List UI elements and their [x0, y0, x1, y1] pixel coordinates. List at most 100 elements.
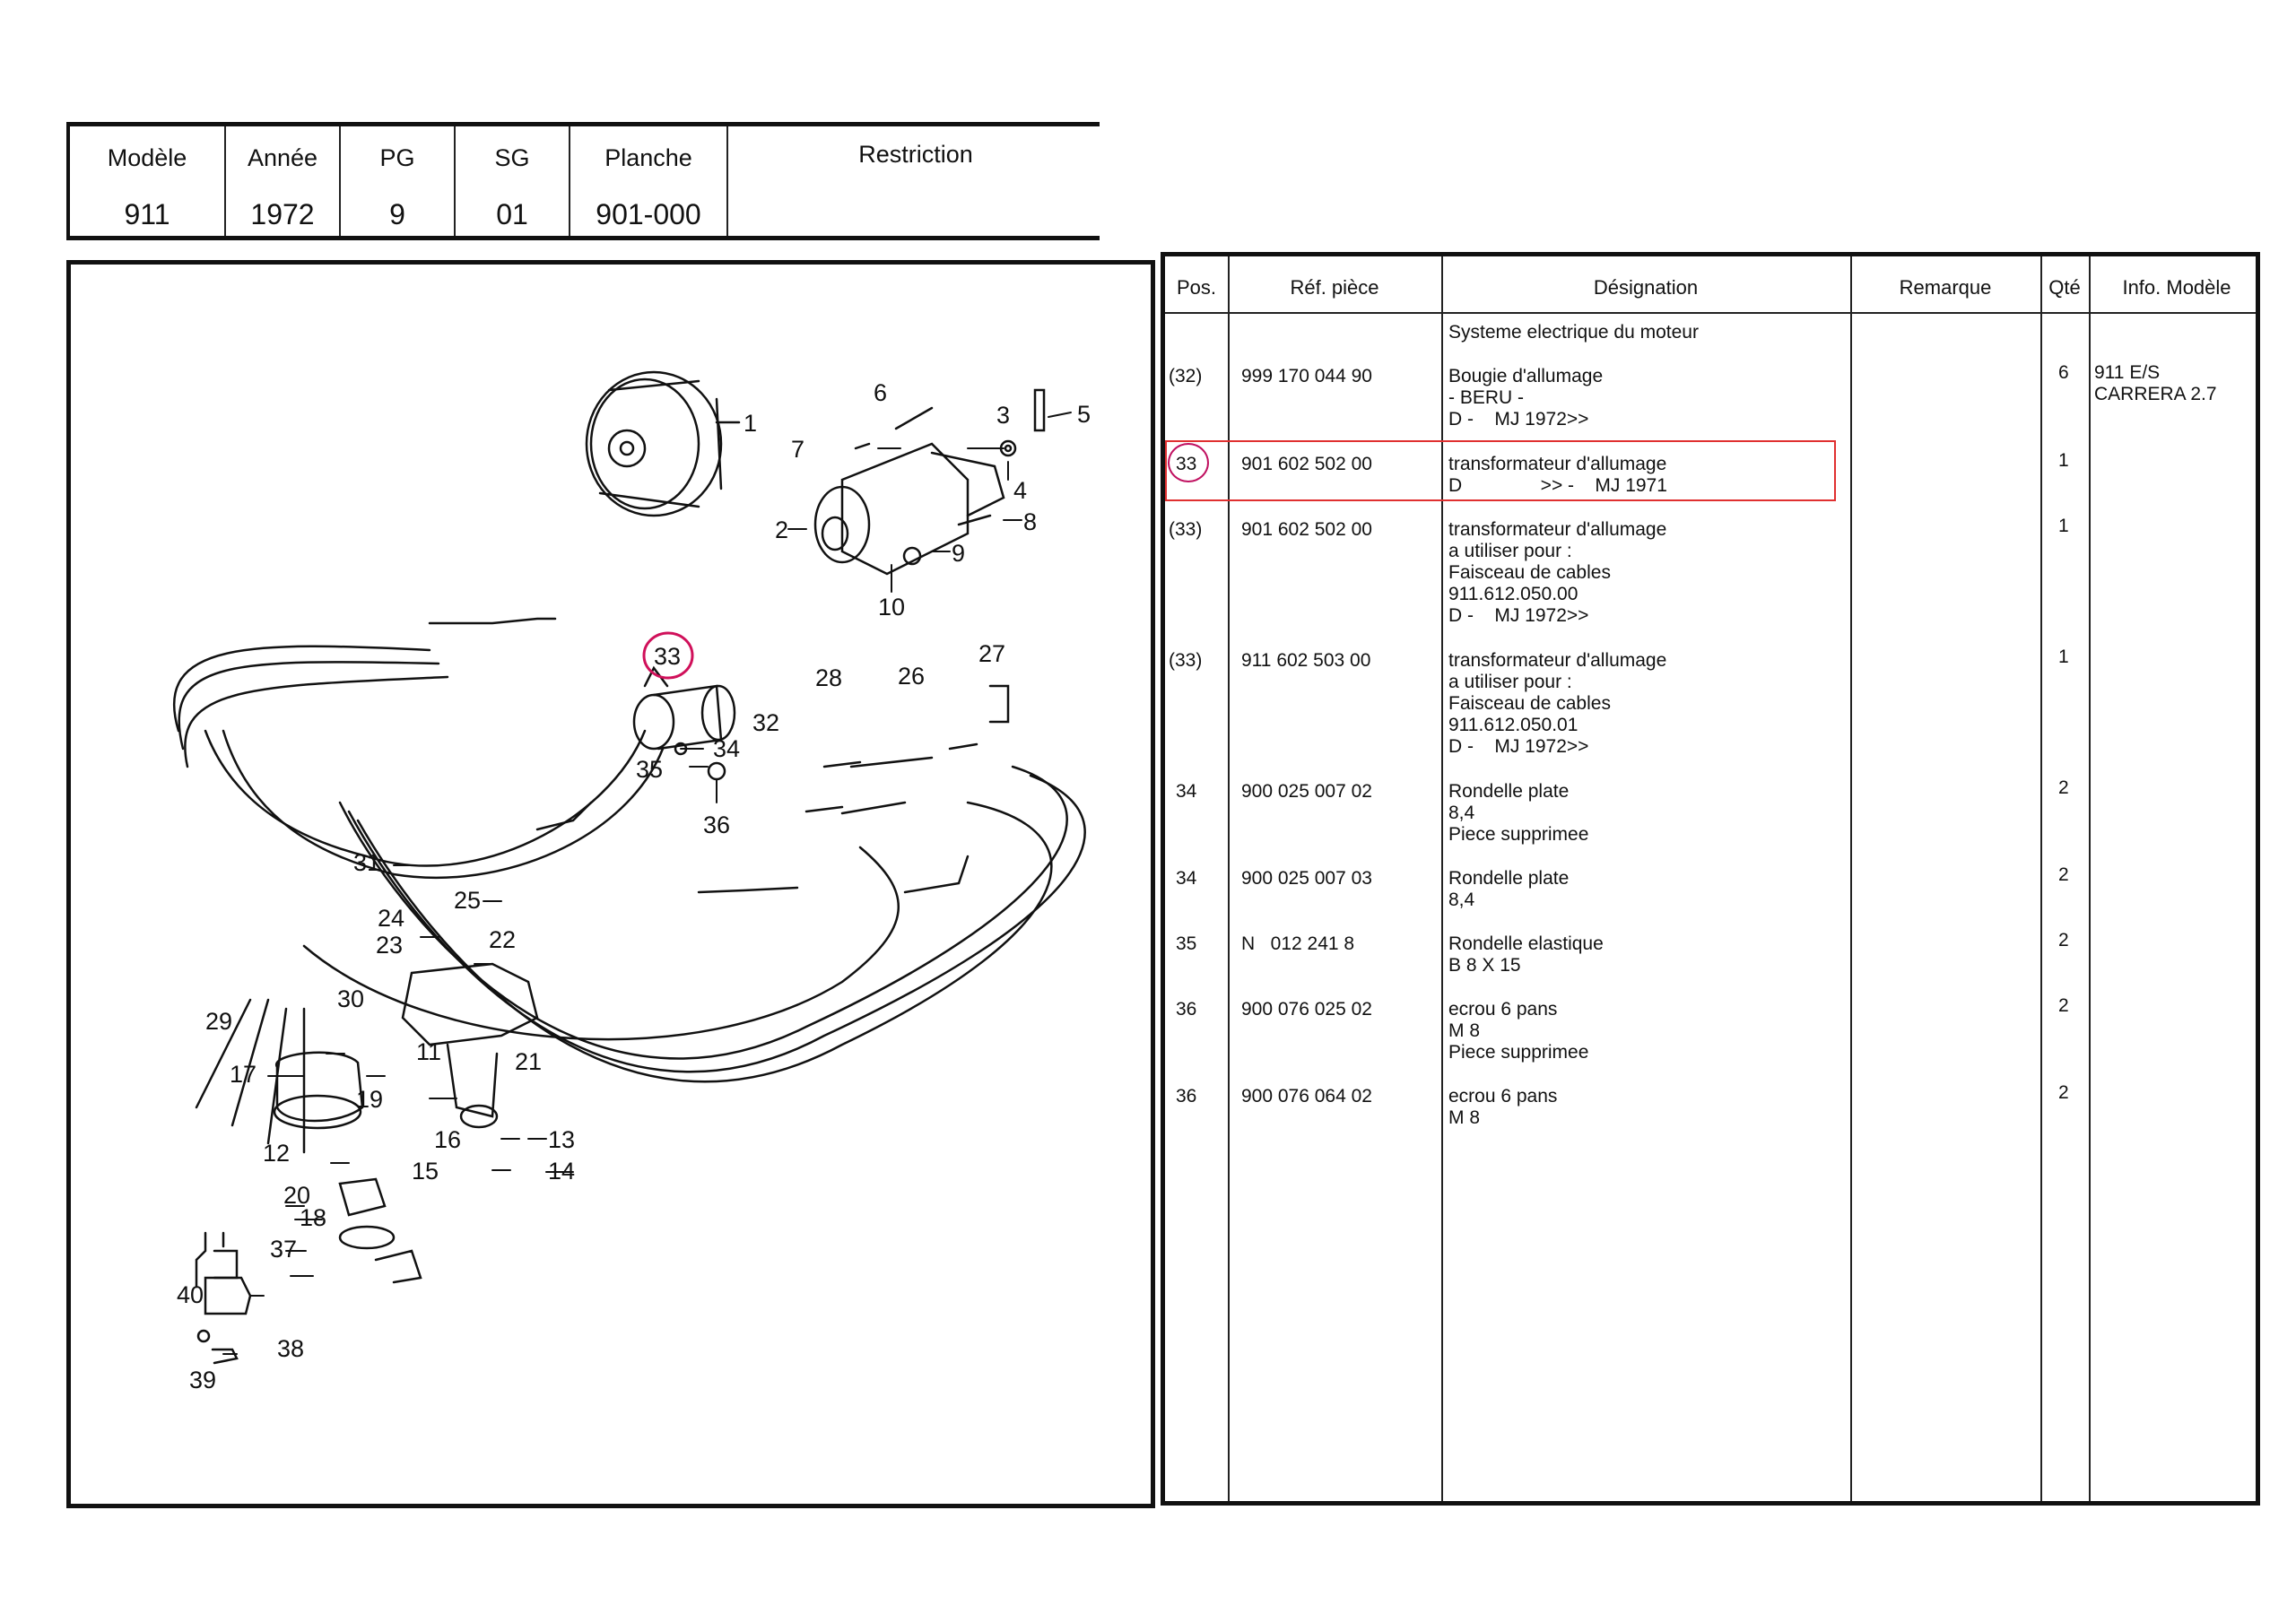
row-pos: 33	[1176, 454, 1197, 474]
row-designation-line: transformateur d'allumage	[1448, 519, 1667, 540]
th-info: Info. Modèle	[2122, 276, 2231, 299]
callout-6: 6	[874, 379, 887, 406]
row-qty: 2	[2058, 777, 2069, 798]
col-divider	[2089, 256, 2091, 1501]
row-qty: 1	[2058, 450, 2069, 471]
row-ref: N 012 241 8	[1241, 933, 1355, 954]
row-designation-line: B 8 X 15	[1448, 955, 1521, 976]
row-designation-line: Piece supprimee	[1448, 824, 1589, 845]
callout-34: 34	[713, 735, 740, 762]
exploded-diagram: 1 2 3 4 5 6 7 8 9 10 11 12 13 14 15 16 1…	[66, 260, 1155, 1508]
row-designation-line: ecrou 6 pans	[1448, 999, 1558, 1020]
row-qty: 1	[2058, 516, 2069, 536]
row-designation-line: Faisceau de cables	[1448, 562, 1611, 583]
th-qty: Qté	[2048, 276, 2081, 299]
th-remarque: Remarque	[1899, 276, 1992, 299]
highlight-circle-33	[642, 631, 694, 680]
th-pos: Pos.	[1176, 276, 1217, 299]
row-designation-line: Faisceau de cables	[1448, 693, 1611, 714]
row-designation-line: a utiliser pour :	[1448, 541, 1572, 561]
header-value: 901-000	[596, 198, 701, 230]
row-designation-line: a utiliser pour :	[1448, 672, 1572, 692]
section-title: Systeme electrique du moteur	[1448, 322, 1699, 343]
row-designation-line: Rondelle plate	[1448, 868, 1570, 889]
alternator-drawing	[585, 370, 741, 517]
callout-16: 16	[434, 1126, 461, 1153]
header-value: 911	[124, 198, 170, 230]
callout-35: 35	[636, 756, 663, 783]
callout-31: 31	[353, 849, 380, 876]
ignition-leads-drawing	[172, 617, 1086, 1154]
row-qty: 2	[2058, 930, 2069, 950]
callout-2: 2	[775, 516, 788, 543]
header-col-pg: PG 9	[341, 126, 456, 236]
ignition-parts-drawing: 1 2 3 4 5 6 7 8 9 10 11 12 13 14 15 16 1…	[172, 370, 1091, 1393]
callout-28: 28	[815, 664, 842, 691]
row-designation-line: 911.612.050.01	[1448, 715, 1578, 735]
callout-7: 7	[791, 436, 804, 463]
row-ref: 999 170 044 90	[1241, 366, 1372, 386]
row-info-line: CARRERA 2.7	[2094, 384, 2217, 404]
callout-27: 27	[978, 640, 1005, 667]
callout-3: 3	[996, 402, 1010, 429]
callout-14: 14	[548, 1158, 575, 1185]
header-label: Planche	[604, 144, 692, 171]
row-ref: 901 602 502 00	[1241, 519, 1372, 540]
row-pos: (33)	[1169, 519, 1203, 540]
header-label: PG	[379, 144, 415, 171]
callout-30: 30	[337, 985, 364, 1012]
row-ref: 900 076 025 02	[1241, 999, 1372, 1020]
row-designation-line: Rondelle elastique	[1448, 933, 1604, 954]
row-ref: 901 602 502 00	[1241, 454, 1372, 474]
callout-17: 17	[230, 1061, 257, 1088]
callout-40: 40	[177, 1281, 204, 1308]
callout-36: 36	[703, 812, 730, 838]
callout-1: 1	[744, 410, 757, 437]
callout-8: 8	[1023, 508, 1037, 535]
callout-10: 10	[878, 594, 905, 621]
callout-39: 39	[189, 1367, 216, 1393]
spark-plug-connectors-drawing	[697, 684, 1010, 894]
header-label: Modèle	[107, 144, 187, 171]
callout-11: 11	[416, 1038, 441, 1065]
header-col-restriction: Restriction	[728, 126, 1103, 236]
highlight-circle-pos-33	[1168, 443, 1209, 482]
row-qty: 6	[2058, 362, 2069, 383]
parts-table: Pos. Réf. pièce Désignation Remarque Qté…	[1161, 252, 2260, 1506]
highlighted-row-box	[1165, 440, 1836, 501]
callout-25: 25	[454, 887, 481, 914]
callout-18: 18	[300, 1204, 326, 1231]
callout-5: 5	[1077, 401, 1091, 428]
header-divider	[1165, 312, 2256, 314]
callout-15: 15	[412, 1158, 439, 1185]
row-qty: 2	[2058, 1082, 2069, 1103]
row-qty: 2	[2058, 864, 2069, 885]
row-designation-line: M 8	[1448, 1020, 1481, 1041]
row-pos: 34	[1176, 781, 1197, 802]
header-label: Restriction	[858, 141, 973, 168]
row-designation-line: transformateur d'allumage	[1448, 454, 1667, 474]
callout-12: 12	[263, 1140, 290, 1167]
row-designation-line: ecrou 6 pans	[1448, 1086, 1558, 1107]
row-designation-line: 911.612.050.00	[1448, 584, 1578, 604]
callout-4: 4	[1013, 477, 1027, 504]
row-designation-line: D >> - MJ 1971	[1448, 475, 1667, 496]
row-designation-line: Piece supprimee	[1448, 1042, 1589, 1063]
header-col-annee: Année 1972	[226, 126, 341, 236]
callout-32: 32	[752, 709, 779, 736]
callout-29: 29	[205, 1008, 232, 1035]
callout-9: 9	[952, 540, 965, 567]
col-divider	[1228, 256, 1230, 1501]
row-qty: 2	[2058, 995, 2069, 1016]
row-designation-line: D - MJ 1972>>	[1448, 605, 1589, 626]
row-designation-line: Bougie d'allumage	[1448, 366, 1604, 386]
callout-leaders	[222, 412, 1072, 1355]
row-pos: 35	[1176, 933, 1197, 954]
row-designation-line: transformateur d'allumage	[1448, 650, 1667, 671]
row-pos: (32)	[1169, 366, 1203, 386]
row-pos: (33)	[1169, 650, 1203, 671]
ignition-coil-drawing	[632, 665, 736, 781]
th-ref: Réf. pièce	[1290, 276, 1379, 299]
header-value: 1972	[250, 198, 315, 230]
header-col-modele: Modèle 911	[70, 126, 226, 236]
